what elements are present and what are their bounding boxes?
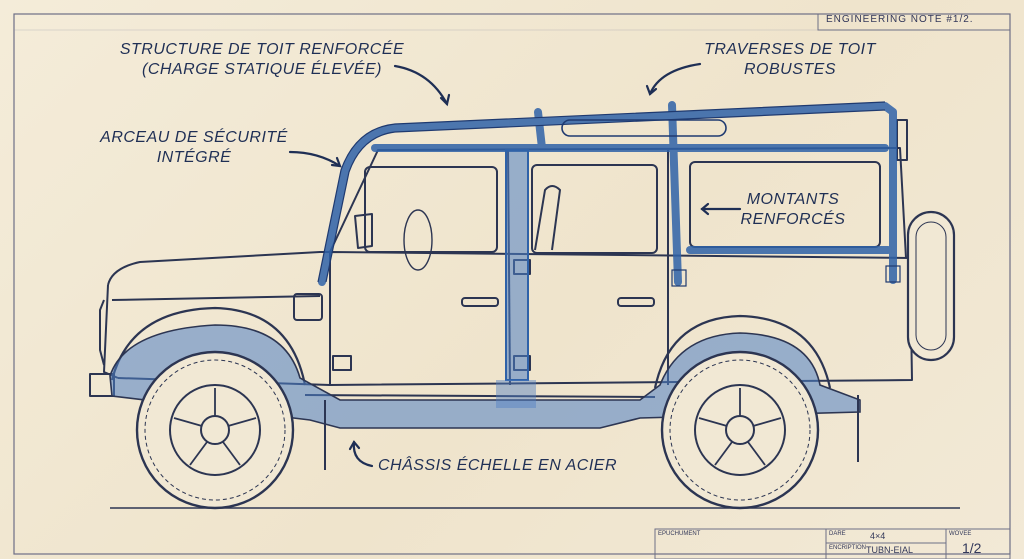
callout-roof-crossbars-line2: ROBUSTES [743,61,836,78]
rear-wheel [660,350,820,510]
title-block-label-date: DARE [829,531,846,537]
engineering-note: ENGINEERING NOTE #1/2. [826,14,974,25]
callout-arrows [288,62,742,468]
callout-pillars-line2: RENFORCÉS [740,211,846,228]
callout-roof-structure-line2: (CHARGE STATIQUE ÉLEVÉE) [142,61,382,78]
callout-roof-structure: STRUCTURE DE TOIT RENFORCÉE (CHARGE STAT… [112,40,412,80]
spare-wheel [906,210,956,362]
callout-chassis: CHÂSSIS ÉCHELLE EN ACIER [378,457,618,474]
rollcage-outline [317,101,901,287]
callout-roof-crossbars-line1: TRAVERSES DE TOIT [704,41,876,58]
callout-rollcage-line1: ARCEAU DE SÉCURITÉ [100,129,288,146]
title-block-label-left: EPUCHUMENT [658,531,701,537]
callout-pillars-line1: MONTANTS [746,191,840,208]
title-block-value-description: TUBN-EIAL [866,545,914,555]
title-block-value-sheet: 1/2 [962,540,982,556]
frame-legs [324,395,859,470]
title-block-label-sheet: WOVEE [949,531,972,537]
title-block-label-description: ENCRIPTION [829,545,867,551]
callout-rollcage-line2: INTÉGRÉ [156,149,232,166]
callout-roof-crossbars: TRAVERSES DE TOIT ROBUSTES [690,40,890,80]
callout-rollcage: ARCEAU DE SÉCURITÉ INTÉGRÉ [94,128,294,168]
title-block-value-date: 4×4 [870,531,886,541]
front-wheel [135,350,295,510]
rollcage-tubes [318,101,897,286]
sheet-border [13,13,1011,555]
callout-pillars: MONTANTS RENFORCÉS [728,190,858,230]
callout-roof-structure-line1: STRUCTURE DE TOIT RENFORCÉE [119,41,405,58]
title-block-frame [654,13,1011,559]
